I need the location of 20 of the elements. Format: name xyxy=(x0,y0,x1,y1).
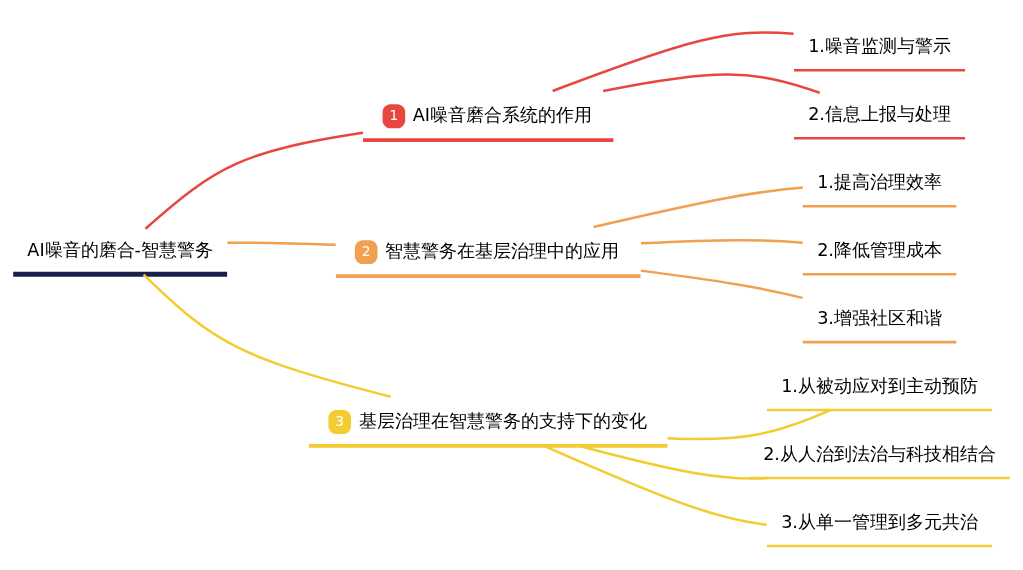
node-text: 3.增强社区和谐 xyxy=(817,307,942,328)
node-text: 1.从被动应对到主动预防 xyxy=(781,375,978,396)
connector xyxy=(144,131,364,230)
connector xyxy=(227,240,336,246)
connector xyxy=(667,408,831,440)
connector xyxy=(593,185,803,228)
node-text: 1.提高治理效率 xyxy=(817,171,942,192)
connector xyxy=(579,444,768,480)
node-text: 2.从人治到法治与科技相结合 xyxy=(763,443,996,464)
connector xyxy=(602,72,821,94)
node-text: 3.从单一管理到多元共治 xyxy=(781,511,978,532)
node-text: 1.噪音监测与警示 xyxy=(808,35,951,56)
connector xyxy=(142,273,391,398)
node-text: 2.降低管理成本 xyxy=(817,239,942,260)
connector xyxy=(640,238,803,245)
connector xyxy=(552,30,794,92)
node-text: 2.信息上报与处理 xyxy=(808,103,951,124)
connector xyxy=(640,268,803,299)
node-text: AI噪音的磨合-智慧警务 xyxy=(27,239,213,260)
connector xyxy=(543,444,767,526)
